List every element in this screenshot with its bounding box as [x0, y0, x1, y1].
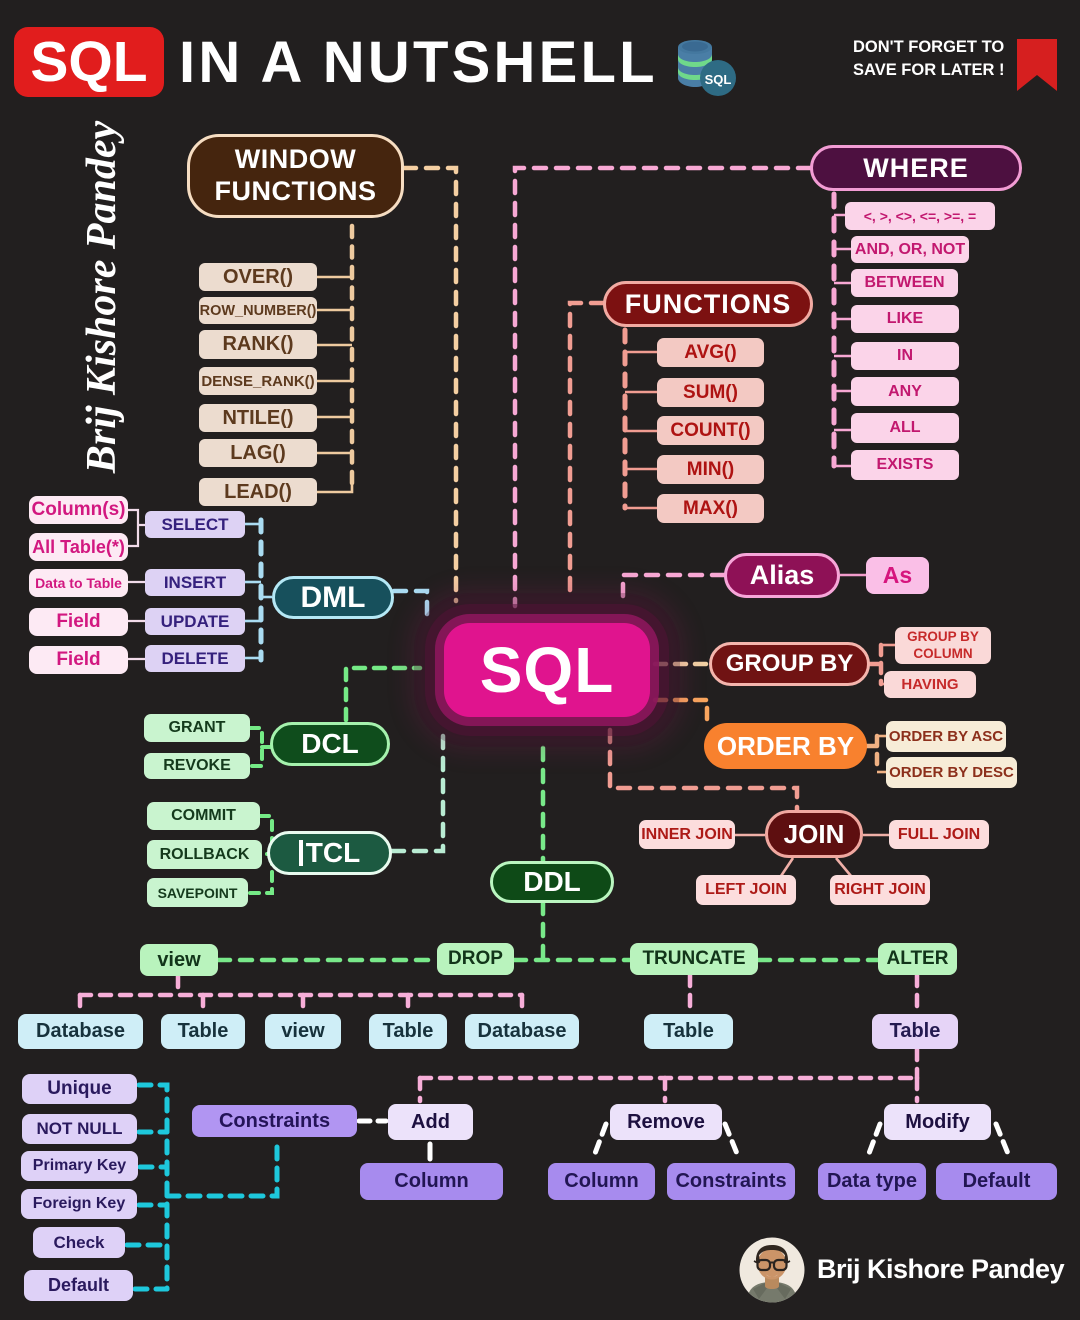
svg-text:SQL: SQL: [705, 72, 732, 87]
